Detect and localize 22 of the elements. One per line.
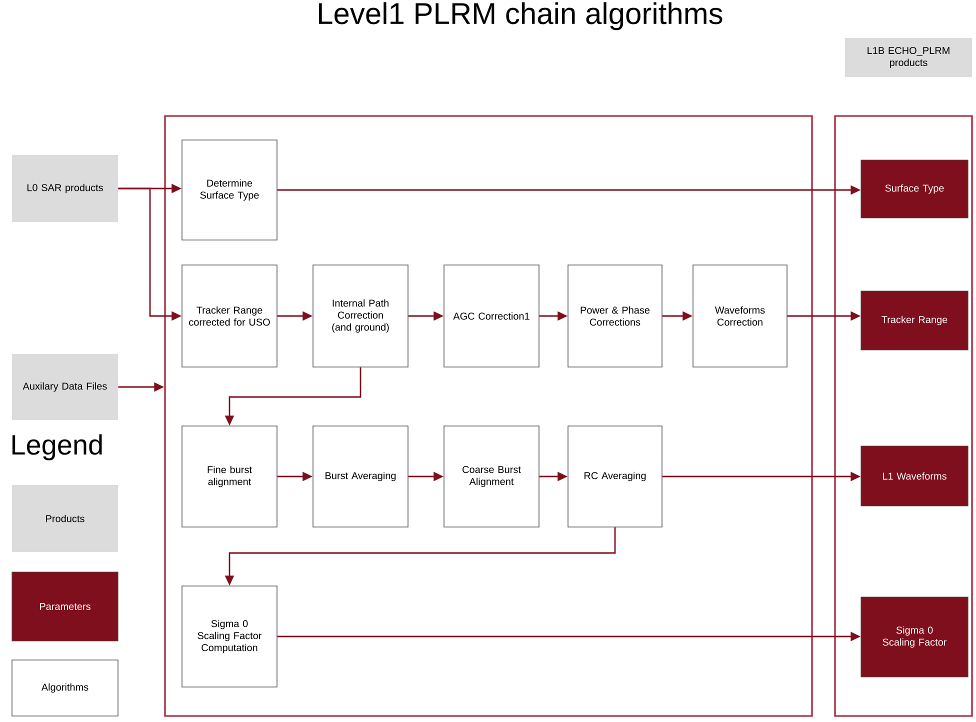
algorithm-box: AGC Correction1 (444, 264, 540, 368)
title: Level1 PLRM chain algorithms (319, 2, 722, 30)
algorithm-box: Burst Averaging (312, 426, 408, 528)
product-box: L1B ECHO_PLRM products (845, 38, 972, 77)
algorithm-box: Internal Path Correction (and ground) (312, 264, 408, 368)
group-frame (164, 115, 813, 717)
parameter-box: Surface Type (860, 160, 968, 218)
legend-heading: Legend (12, 434, 102, 460)
algorithm-box: RC Averaging (568, 426, 662, 528)
algorithm-box: Coarse Burst Alignment (444, 426, 540, 528)
product-box: Auxilary Data Files (12, 354, 118, 420)
parameter-box: L1 Waveforms (860, 446, 968, 506)
parameter-box: Tracker Range (860, 290, 968, 350)
product-box: L0 SAR products (12, 155, 118, 222)
algorithm-box: Power & Phase Corrections (568, 264, 662, 368)
algorithm-box: Tracker Range corrected for USO (182, 264, 278, 368)
algorithm-box: Waveforms Correction (692, 264, 788, 368)
algorithm-box: Determine Surface Type (182, 140, 278, 240)
parameter-box: Sigma 0 Scaling Factor (860, 596, 968, 678)
algorithm-box: Sigma 0 Scaling Factor Computation (182, 586, 278, 688)
group-frame (834, 115, 973, 717)
algorithm-box: Fine burst alignment (182, 426, 278, 528)
